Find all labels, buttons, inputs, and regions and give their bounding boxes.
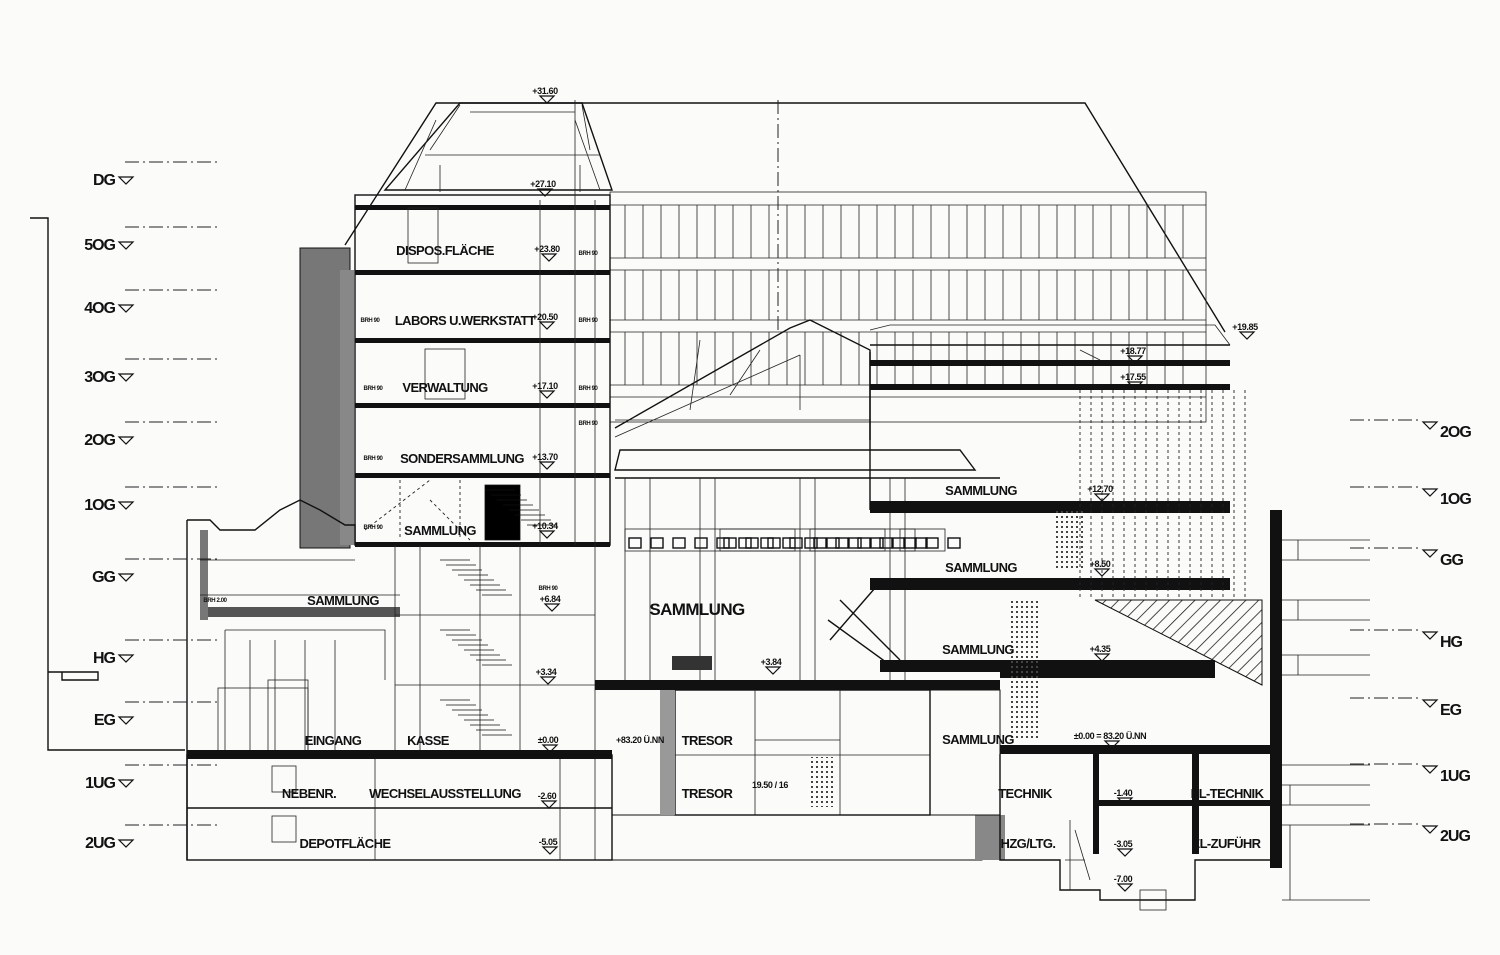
room-label: SONDERSAMMLUNG (400, 451, 524, 466)
elevation-mark: +18.77 (1120, 346, 1146, 356)
elevation-mark: +17.55 (1120, 372, 1146, 382)
level-marker-left: HG (93, 650, 116, 667)
level-marker-left: 2OG (84, 432, 115, 449)
level-marker-left: GG (92, 569, 115, 586)
room-label: SAMMLUNG (404, 523, 476, 538)
elevation-mark: +27.10 (530, 179, 556, 189)
elevation-mark: +6.84 (540, 594, 561, 604)
level-marker-right: 1OG (1440, 491, 1471, 508)
room-label: WECHSELAUSSTELLUNG (369, 786, 521, 801)
parapet-height-tag: BRH 90 (539, 586, 559, 592)
level-marker-left: DG (93, 172, 116, 189)
elevation-mark: ±0.00 = 83.20 Ü.NN (1074, 731, 1147, 741)
level-marker-right: HG (1440, 634, 1463, 651)
room-label: TECHNIK (998, 786, 1053, 801)
room-label: DEPOTFLÄCHE (300, 836, 392, 851)
parapet-height-tag: BRH 2.00 (203, 598, 227, 604)
level-marker-right: 2UG (1440, 828, 1470, 845)
parapet-height-tag: BRH 90 (579, 251, 599, 257)
level-marker-right: GG (1440, 552, 1463, 569)
elevation-mark: -3.05 (1114, 839, 1133, 849)
elevation-mark: +20.50 (532, 312, 558, 322)
hall-floor-slab (595, 668, 1215, 690)
room-label: LABORS U.WERKSTATT (395, 313, 536, 328)
room-label: KASSE (407, 733, 450, 748)
level-marker-right: 1UG (1440, 768, 1470, 785)
level-marker-left: EG (94, 712, 116, 729)
room-label: SAMMLUNG (649, 600, 745, 619)
level-marker-left: 2UG (85, 835, 115, 852)
room-label: EINGANG (305, 733, 362, 748)
elevation-mark: +31.60 (532, 86, 558, 96)
room-label: SAMMLUNG (307, 593, 379, 608)
elevation-mark: +23.80 (534, 244, 560, 254)
central-hall (614, 319, 1000, 680)
level-marker-left: 1UG (85, 775, 115, 792)
basement (186, 689, 1270, 911)
elevation-mark: ±0.00 (538, 735, 559, 745)
level-bracket (30, 217, 185, 751)
room-label: HZG/LTG. (1001, 836, 1056, 851)
level-marker-right: EG (1440, 702, 1462, 719)
right-hall (869, 324, 1370, 901)
room-label: SAMMLUNG (942, 642, 1014, 657)
elevation-mark: 19.50 / 16 (752, 780, 788, 790)
elevation-mark: +13.70 (532, 452, 558, 462)
room-label: SAMMLUNG (945, 483, 1017, 498)
room-label: EL-TECHNIK (1191, 786, 1265, 801)
parapet-height-tag: BRH 90 (364, 386, 384, 392)
elevation-mark: +17.10 (532, 381, 558, 391)
elevation-mark: +19.85 (1232, 322, 1258, 332)
parapet-height-tag: BRH 90 (579, 421, 599, 427)
parapet-height-tag: BRH 90 (364, 525, 384, 531)
room-label: SAMMLUNG (942, 732, 1014, 747)
elevation-mark: -5.05 (539, 837, 558, 847)
room-label: NEBENR. (282, 786, 336, 801)
parapet-height-tag: BRH 90 (579, 318, 599, 324)
level-marker-left: 3OG (84, 369, 115, 386)
room-label: TRESOR (682, 733, 734, 748)
room-label: DISPOS.FLÄCHE (396, 243, 495, 258)
elevation-mark: +12.70 (1087, 484, 1113, 494)
room-label: SAMMLUNG (945, 560, 1017, 575)
level-marker-left: 1OG (84, 497, 115, 514)
room-label: TRESOR (682, 786, 734, 801)
background-building (344, 100, 1226, 423)
parapet-height-tag: BRH 90 (579, 386, 599, 392)
parapet-height-tag: BRH 90 (361, 318, 381, 324)
elevation-mark: +8.50 (1090, 559, 1111, 569)
elevation-mark: -7.00 (1114, 874, 1133, 884)
room-label: EL-ZUFÜHR (1192, 836, 1262, 851)
elevation-mark: -2.60 (538, 791, 557, 801)
room-label: VERWALTUNG (402, 380, 488, 395)
elevation-mark: +83.20 Ü.NN (616, 735, 664, 745)
elevation-mark: +10.34 (532, 521, 558, 531)
level-marker-right: 2OG (1440, 424, 1471, 441)
level-marker-left: 4OG (84, 300, 115, 317)
tower-block (299, 100, 613, 860)
elevation-mark: +3.84 (761, 657, 782, 667)
parapet-height-tag: BRH 90 (364, 456, 384, 462)
level-marker-left: 5OG (84, 237, 115, 254)
elevation-mark: +3.34 (536, 667, 557, 677)
elevation-mark: +4.35 (1090, 644, 1111, 654)
elevation-mark: -1.40 (1114, 788, 1133, 798)
